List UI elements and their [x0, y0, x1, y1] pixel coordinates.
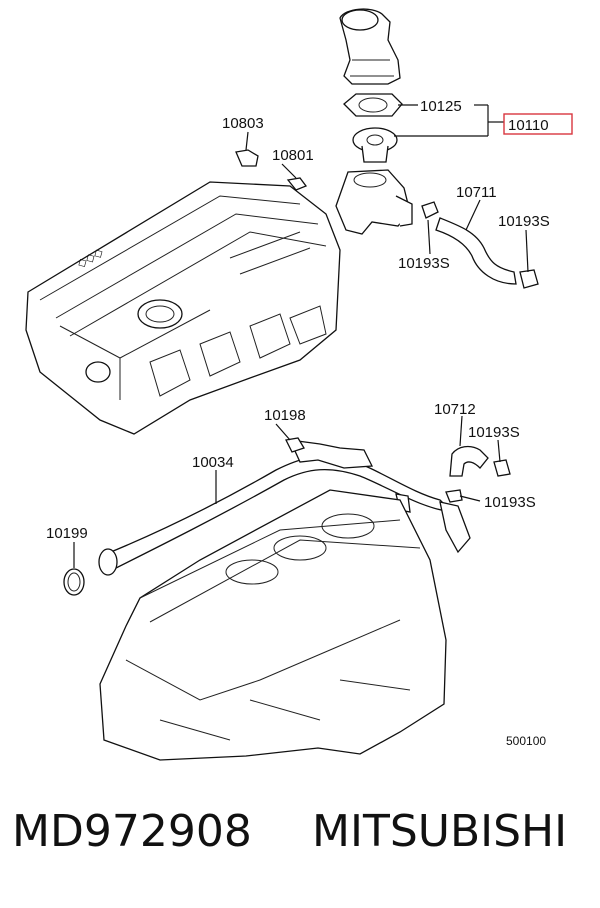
diagram-code: 500100	[506, 734, 546, 748]
cylinder-head: ◇◇◇	[25, 181, 341, 435]
cylinder-block	[99, 489, 447, 761]
label-10198: 10198	[264, 407, 306, 424]
bolt-10198	[285, 437, 305, 453]
gasket-10125	[343, 93, 403, 117]
label-10199: 10199	[46, 525, 88, 542]
brand-name: MITSUBISHI	[312, 806, 568, 857]
caption: MD972908 MITSUBISHI	[0, 806, 600, 876]
label-10034: 10034	[192, 454, 234, 471]
highlight-box-10110	[503, 113, 573, 135]
thermostat	[352, 127, 398, 163]
label-10803: 10803	[222, 115, 264, 132]
label-10711: 10711	[456, 184, 497, 201]
label-10110: 10110	[508, 117, 549, 134]
thermostat-housing-top	[339, 8, 401, 85]
sensor-10801	[281, 163, 308, 191]
hose-10711	[435, 217, 539, 289]
thermostat-housing-lower	[335, 169, 413, 235]
hose-10712	[445, 445, 511, 503]
clamp-10193s-a-shape	[421, 201, 439, 219]
label-10193s-d: 10193S	[484, 494, 536, 511]
sensor-10803	[235, 131, 259, 167]
label-10193s-b: 10193S	[398, 255, 450, 272]
o-ring-10199	[63, 568, 85, 596]
label-10193s-c: 10193S	[468, 424, 520, 441]
exploded-parts-diagram: ◇◇◇	[25, 8, 573, 761]
label-10193s-a: 10193S	[498, 213, 550, 230]
part-number: MD972908	[12, 806, 252, 857]
leader-lines	[73, 104, 529, 568]
label-10801: 10801	[272, 147, 314, 164]
label-10712: 10712	[434, 401, 476, 418]
label-10125: 10125	[420, 98, 462, 115]
